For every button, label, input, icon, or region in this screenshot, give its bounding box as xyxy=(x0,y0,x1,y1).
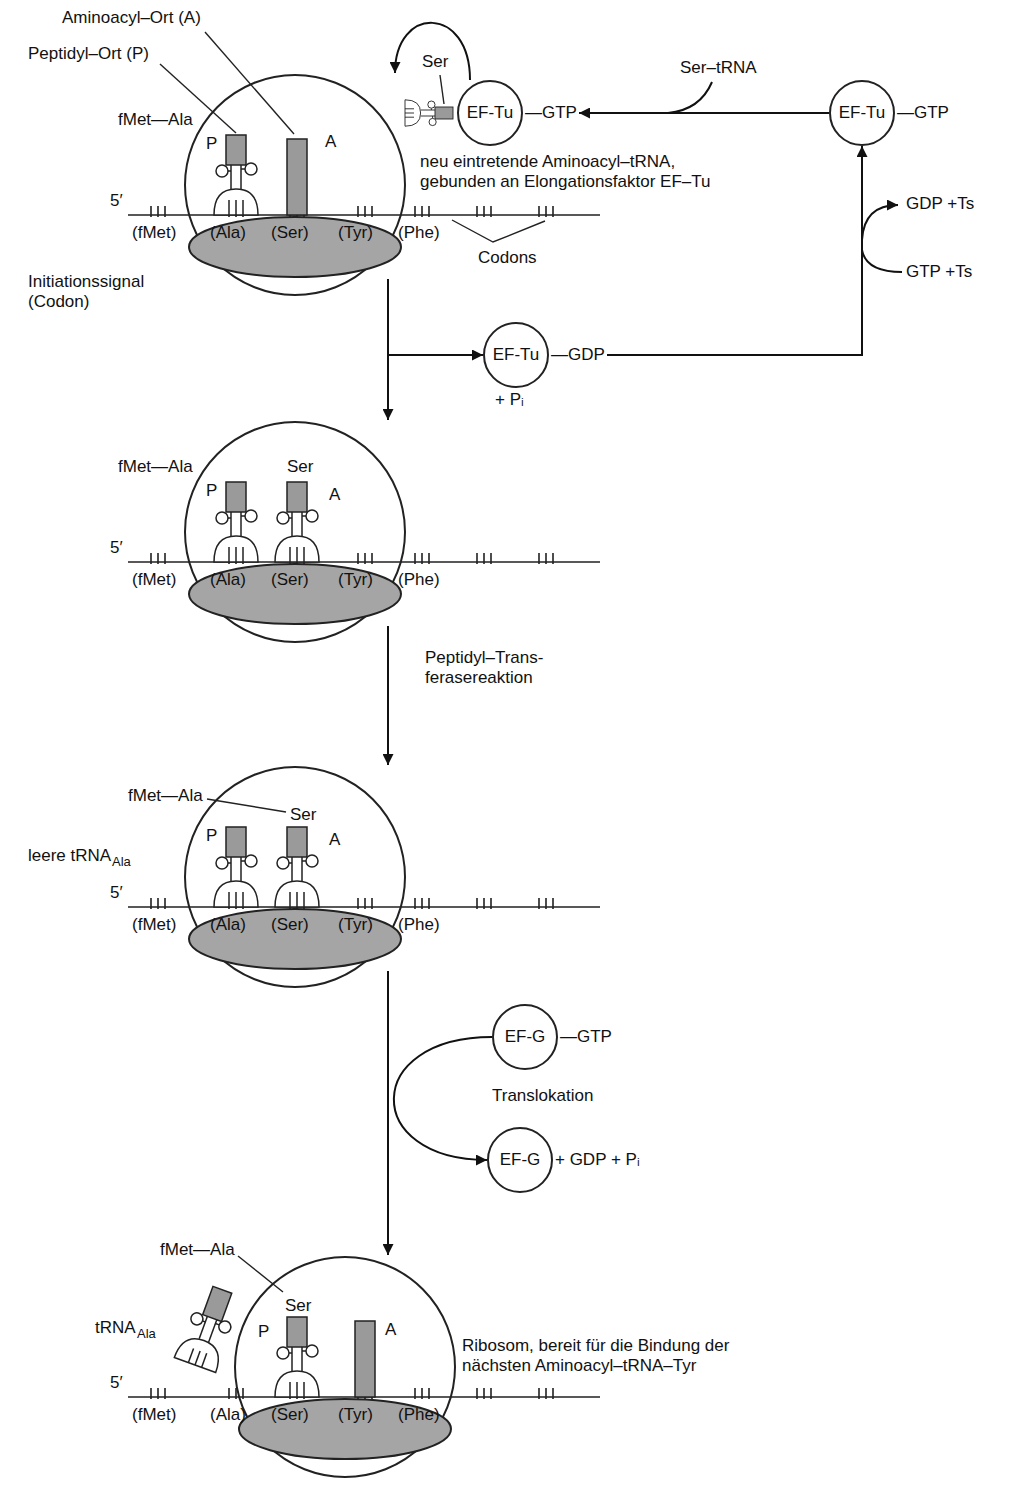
step-label: Peptidyl–Trans- ferasereaktion xyxy=(425,648,565,688)
codon-label: (Ser) xyxy=(271,915,309,935)
codon-label: (Tyr) xyxy=(338,1405,373,1425)
factor-name: EF-Tu xyxy=(829,103,895,123)
amino-acid-label: fMet—Ala xyxy=(118,110,193,130)
strand-end: 5′ xyxy=(110,191,123,211)
ribosome-shape xyxy=(183,765,407,971)
factor-name: EF-Tu xyxy=(457,103,523,123)
amino-acid-label: fMet—Ala xyxy=(128,786,203,806)
reaction-arrow xyxy=(388,279,483,355)
ribosome-shape xyxy=(183,420,407,626)
nucleotide-label: —GTP xyxy=(897,103,949,123)
ribosome: fMet—AlaSerPA xyxy=(183,765,407,971)
phosphate-label: + Pᵢ xyxy=(495,390,524,410)
annotation: GTP +Ts xyxy=(906,262,972,282)
ribosome: fMet—AlaSerPA xyxy=(183,420,407,626)
codon-label: (Ala) xyxy=(210,570,246,590)
codon-label: (fMet) xyxy=(132,570,176,590)
reaction-arrow xyxy=(387,971,389,1255)
annotation: Aminoacyl–Ort (A) xyxy=(62,8,201,28)
factor-circle: EF-G—GTP xyxy=(492,1004,614,1070)
site-label: A xyxy=(329,485,340,505)
reaction-arrow xyxy=(395,23,470,80)
strand-end: 5′ xyxy=(110,538,123,558)
factor-circle: EF-Tu—GTP xyxy=(829,80,951,146)
factor-name: EF-Tu xyxy=(483,345,549,365)
site-label: P xyxy=(206,481,217,501)
nucleotide-label: —GTP xyxy=(525,103,577,123)
codon-label: (fMet) xyxy=(132,915,176,935)
codon-label: (Phe) xyxy=(398,223,440,243)
site-label: P xyxy=(206,134,217,154)
mrna-strand xyxy=(128,206,600,1399)
codon-label: (fMet) xyxy=(132,1405,176,1425)
factor-name: EF-G xyxy=(492,1027,558,1047)
site-label: P xyxy=(258,1322,269,1342)
ribosome-shape xyxy=(183,73,407,279)
factor-circle: EF-Tu—GDP + Pᵢ xyxy=(483,322,607,412)
annotation: fMet—Ala xyxy=(160,1240,235,1260)
codon-label: (Tyr) xyxy=(338,915,373,935)
ribosome: SerP A xyxy=(233,1255,457,1461)
subscript-label: Ala xyxy=(137,1326,156,1342)
strand-end: 5′ xyxy=(110,883,123,903)
reaction-arrow xyxy=(387,626,389,765)
site-label: A xyxy=(325,132,336,152)
codon-label: (Ala) xyxy=(210,223,246,243)
factor-name: EF-G xyxy=(487,1150,553,1170)
annotation: tRNA xyxy=(95,1318,136,1338)
reaction-arrow xyxy=(579,112,829,114)
nucleotide-label: —GTP xyxy=(560,1027,612,1047)
annotation: Peptidyl–Ort (P) xyxy=(28,44,149,64)
codon-label: (Phe) xyxy=(398,915,440,935)
codon-label: (Tyr) xyxy=(338,570,373,590)
nucleotide-label: + GDP + Pᵢ xyxy=(555,1150,640,1170)
factor-circle: EF-G+ GDP + Pᵢ xyxy=(487,1127,642,1193)
amino-acid-label: Ser xyxy=(287,457,313,477)
annotation: neu eintretende Aminoacyl–tRNA, gebunden… xyxy=(420,152,750,192)
amino-acid-label: Ser xyxy=(285,1296,311,1316)
site-label: P xyxy=(206,826,217,846)
site-label: A xyxy=(385,1320,396,1340)
subscript-label: Ala xyxy=(112,854,131,870)
ribosome: fMet—AlaPA xyxy=(183,73,407,279)
codon-label: (fMet) xyxy=(132,223,176,243)
codon-label: (Ser) xyxy=(271,570,309,590)
strand-end: 5′ xyxy=(110,1373,123,1393)
annotation: Codons xyxy=(478,248,537,268)
annotation: Ribosom, bereit für die Bindung der näch… xyxy=(462,1336,752,1376)
step-label: Translokation xyxy=(492,1086,593,1106)
annotation: Ser–tRNA xyxy=(680,58,757,78)
codon-label: (Ala) xyxy=(210,1405,246,1425)
amino-acid-label: Ser xyxy=(290,805,316,825)
codon-label: (Ser) xyxy=(271,1405,309,1425)
amino-acid-label: fMet—Ala xyxy=(118,457,193,477)
ribosome-shape xyxy=(233,1255,457,1461)
nucleotide-label: —GDP xyxy=(551,345,605,365)
codon-label: (Tyr) xyxy=(338,223,373,243)
annotation: Initiationssignal (Codon) xyxy=(28,272,178,312)
factor-circle: EF-Tu—GTP xyxy=(457,80,579,146)
codon-label: (Phe) xyxy=(398,1405,440,1425)
reaction-arrow xyxy=(394,1037,492,1160)
codon-label: (Ala) xyxy=(210,915,246,935)
annotation: leere tRNA xyxy=(28,846,111,866)
site-label: A xyxy=(329,830,340,850)
annotation: Ser xyxy=(422,52,448,72)
codon-label: (Ser) xyxy=(271,223,309,243)
codon-label: (Phe) xyxy=(398,570,440,590)
annotation: GDP +Ts xyxy=(906,194,974,214)
